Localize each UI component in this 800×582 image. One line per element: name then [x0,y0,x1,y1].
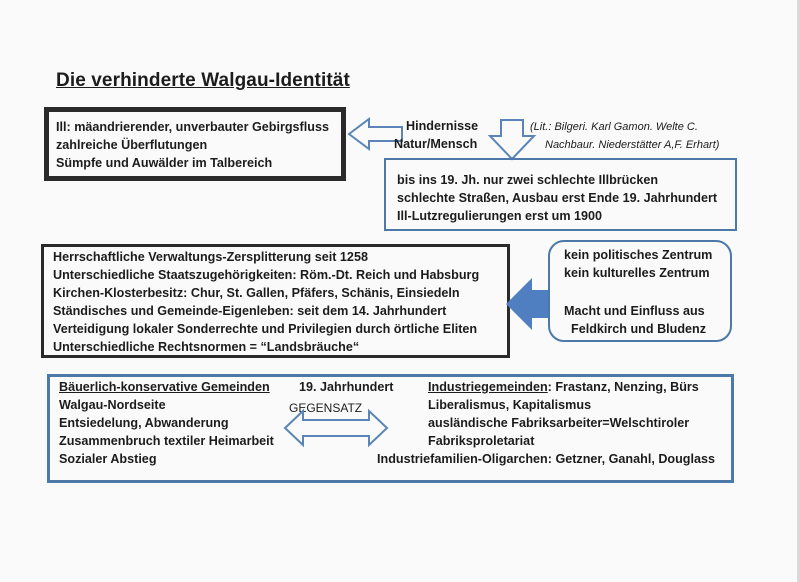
infrastructure-line: schlechte Straßen, Ausbau erst Ende 19. … [397,191,718,205]
literature-reference: Nachbaur. Niederstätter A,F. Erhart) [545,139,720,151]
rural-communities-heading: Bäuerlich-konservative Gemeinden [59,380,270,394]
contrast-box: Bäuerlich-konservative Gemeinden Walgau-… [47,374,734,483]
political-fragmentation-box: Herrschaftliche Verwaltungs-Zersplitteru… [41,244,510,358]
politics-line: Verteidigung lokaler Sonderrechte und Pr… [53,322,478,336]
page-title: Die verhinderte Walgau-Identität [56,70,350,91]
power-influence: Macht und Einfluss aus [564,304,705,318]
double-arrow-icon [283,408,389,448]
industrial-line: Industriefamilien-Oligarchen: Getzner, G… [377,452,716,466]
infrastructure-box: bis ins 19. Jh. nur zwei schlechte Illbr… [384,158,737,231]
arrow-down-outline-icon [487,119,537,161]
no-political-center: kein politisches Zentrum [564,248,713,262]
politics-line: Unterschiedliche Rechtsnormen = “Landsbr… [53,340,360,354]
rural-line: Walgau-Nordseite [59,398,166,412]
contrast-label: GEGENSATZ [289,401,363,415]
arrow-left-filled-icon [506,278,548,330]
industrial-communities-heading: Industriegemeinden [428,380,548,394]
infrastructure-line: Ill-Lutzregulierungen erst um 1900 [397,209,603,223]
no-cultural-center: kein kulturelles Zentrum [564,266,710,280]
obstacles-label: Hindernisse [406,119,479,133]
industrial-heading-line: Industriegemeinden: Frastanz, Nenzing, B… [428,380,699,394]
power-towns: Feldkirch und Bludenz [571,322,707,336]
scan-edge [797,0,800,582]
literature-reference: (Lit.: Bilgeri. Karl Gamon. Welte C. [530,121,698,133]
nature-line: zahlreiche Überflutungen [56,138,208,152]
industrial-towns: : Frastanz, Nenzing, Bürs [547,380,699,394]
rural-line: Entsiedelung, Abwanderung [59,416,229,430]
industrial-line: Liberalismus, Kapitalismus [428,398,592,412]
nature-human-label: Natur/Mensch [394,137,478,151]
nature-line: Sümpfe und Auwälder im Talbereich [56,156,273,170]
century-label: 19. Jahrhundert [299,380,394,394]
arrow-left-outline-icon [347,117,403,151]
politics-line: Herrschaftliche Verwaltungs-Zersplitteru… [53,250,368,264]
politics-line: Kirchen-Klosterbesitz: Chur, St. Gallen,… [53,286,460,300]
nature-obstacles-box: Ill: mäandrierender, unverbauter Gebirgs… [44,107,346,181]
politics-line: Unterschiedliche Staatszugehörigkeiten: … [53,268,480,282]
industrial-line: Fabriksproletariat [428,434,535,448]
rural-line: Sozialer Abstieg [59,452,157,466]
industrial-line: ausländische Fabriksarbeiter=Welschtirol… [428,416,690,430]
nature-line: Ill: mäandrierender, unverbauter Gebirgs… [56,120,329,134]
rural-line: Zusammenbruch textiler Heimarbeit [59,434,274,448]
infrastructure-line: bis ins 19. Jh. nur zwei schlechte Illbr… [397,173,659,187]
politics-line: Ständisches und Gemeinde-Eigenleben: sei… [53,304,447,318]
no-center-box: kein politisches Zentrum kein kulturelle… [548,240,732,342]
